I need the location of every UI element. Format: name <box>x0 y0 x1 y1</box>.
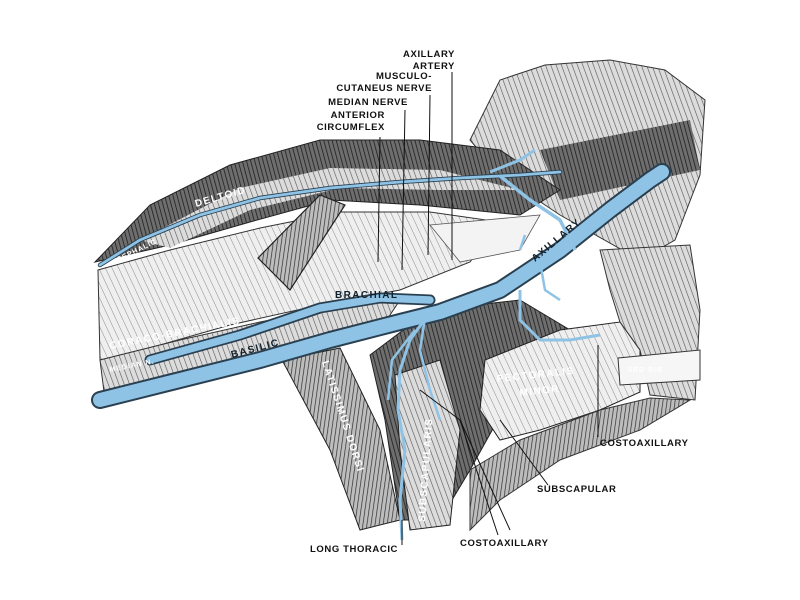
label-third-rib: 3RD RIB <box>628 367 663 374</box>
costoaxillary-vein <box>518 290 601 342</box>
deltoid-mass <box>93 139 561 263</box>
label-anterior-circumflex-1: ANTERIOR <box>331 110 385 121</box>
label-anterior-circumflex-2: CIRCUMFLEX <box>317 122 385 133</box>
deltoid-light-strip <box>140 168 520 248</box>
label-long-thoracic: LONG THORACIC <box>310 544 398 555</box>
external-labels: AXILLARY ARTERY MUSCULO- CUTANEUS NERVE … <box>310 49 689 555</box>
label-axillary-artery-2: ARTERY <box>413 61 455 72</box>
label-pectoralis-minor-2: MINOR <box>519 384 560 399</box>
label-costoaxillary-right: COSTOAXILLARY <box>600 438 689 449</box>
label-musculocutaneous-2: CUTANEUS NERVE <box>336 83 432 94</box>
veins <box>91 148 671 541</box>
label-median-nerve: MEDIAN NERVE <box>328 97 408 108</box>
subscapular-veins <box>396 311 432 541</box>
label-costoaxillary-bottom: COSTOAXILLARY <box>460 538 549 549</box>
label-subscapular: SUBSCAPULAR <box>537 484 616 495</box>
label-axillary-artery-1: AXILLARY <box>403 49 455 60</box>
label-brachial: BRACHIAL <box>335 290 398 301</box>
shoulder-dark-band <box>540 120 700 200</box>
subscapularis-muscle <box>394 359 461 531</box>
muscle-masses <box>93 59 706 532</box>
leader-lines <box>377 72 599 545</box>
pectoralis-minor-muscle <box>479 321 641 441</box>
label-musculocutaneous-1: MUSCULO- <box>376 71 432 82</box>
third-rib-bone <box>617 349 701 386</box>
lower-chest <box>469 397 692 532</box>
pectoralis-stump <box>257 194 346 291</box>
